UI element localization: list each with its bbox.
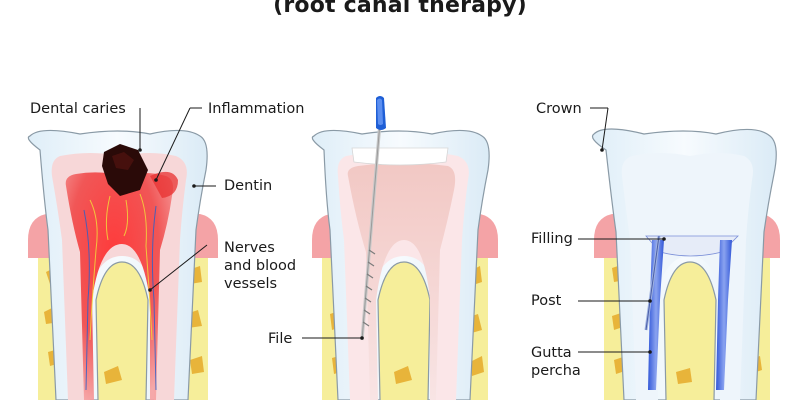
label-nerves-blood-vessels: Nerves and blood vessels (224, 240, 297, 292)
leader-lines (139, 107, 664, 353)
label-dentin: Dentin (224, 178, 273, 194)
leader-dots (138, 148, 666, 354)
dental-caries-icon (27, 129, 208, 401)
label-filling: Filling (531, 231, 573, 247)
label-gutta-percha: Gutta percha (531, 345, 581, 379)
post-filling-icon (591, 128, 777, 401)
label-inflammation: Inflammation (208, 101, 305, 117)
leader-crown (601, 107, 609, 151)
label-post: Post (531, 293, 562, 309)
label-crown: Crown (536, 101, 582, 117)
label-file: File (268, 331, 293, 347)
label-dental-caries: Dental caries (30, 101, 126, 117)
leader-inflammation (155, 107, 191, 181)
diagram-title: (root canal therapy) (273, 0, 527, 18)
root-canal-file-icon (311, 96, 490, 401)
leader-nerves (149, 244, 208, 291)
